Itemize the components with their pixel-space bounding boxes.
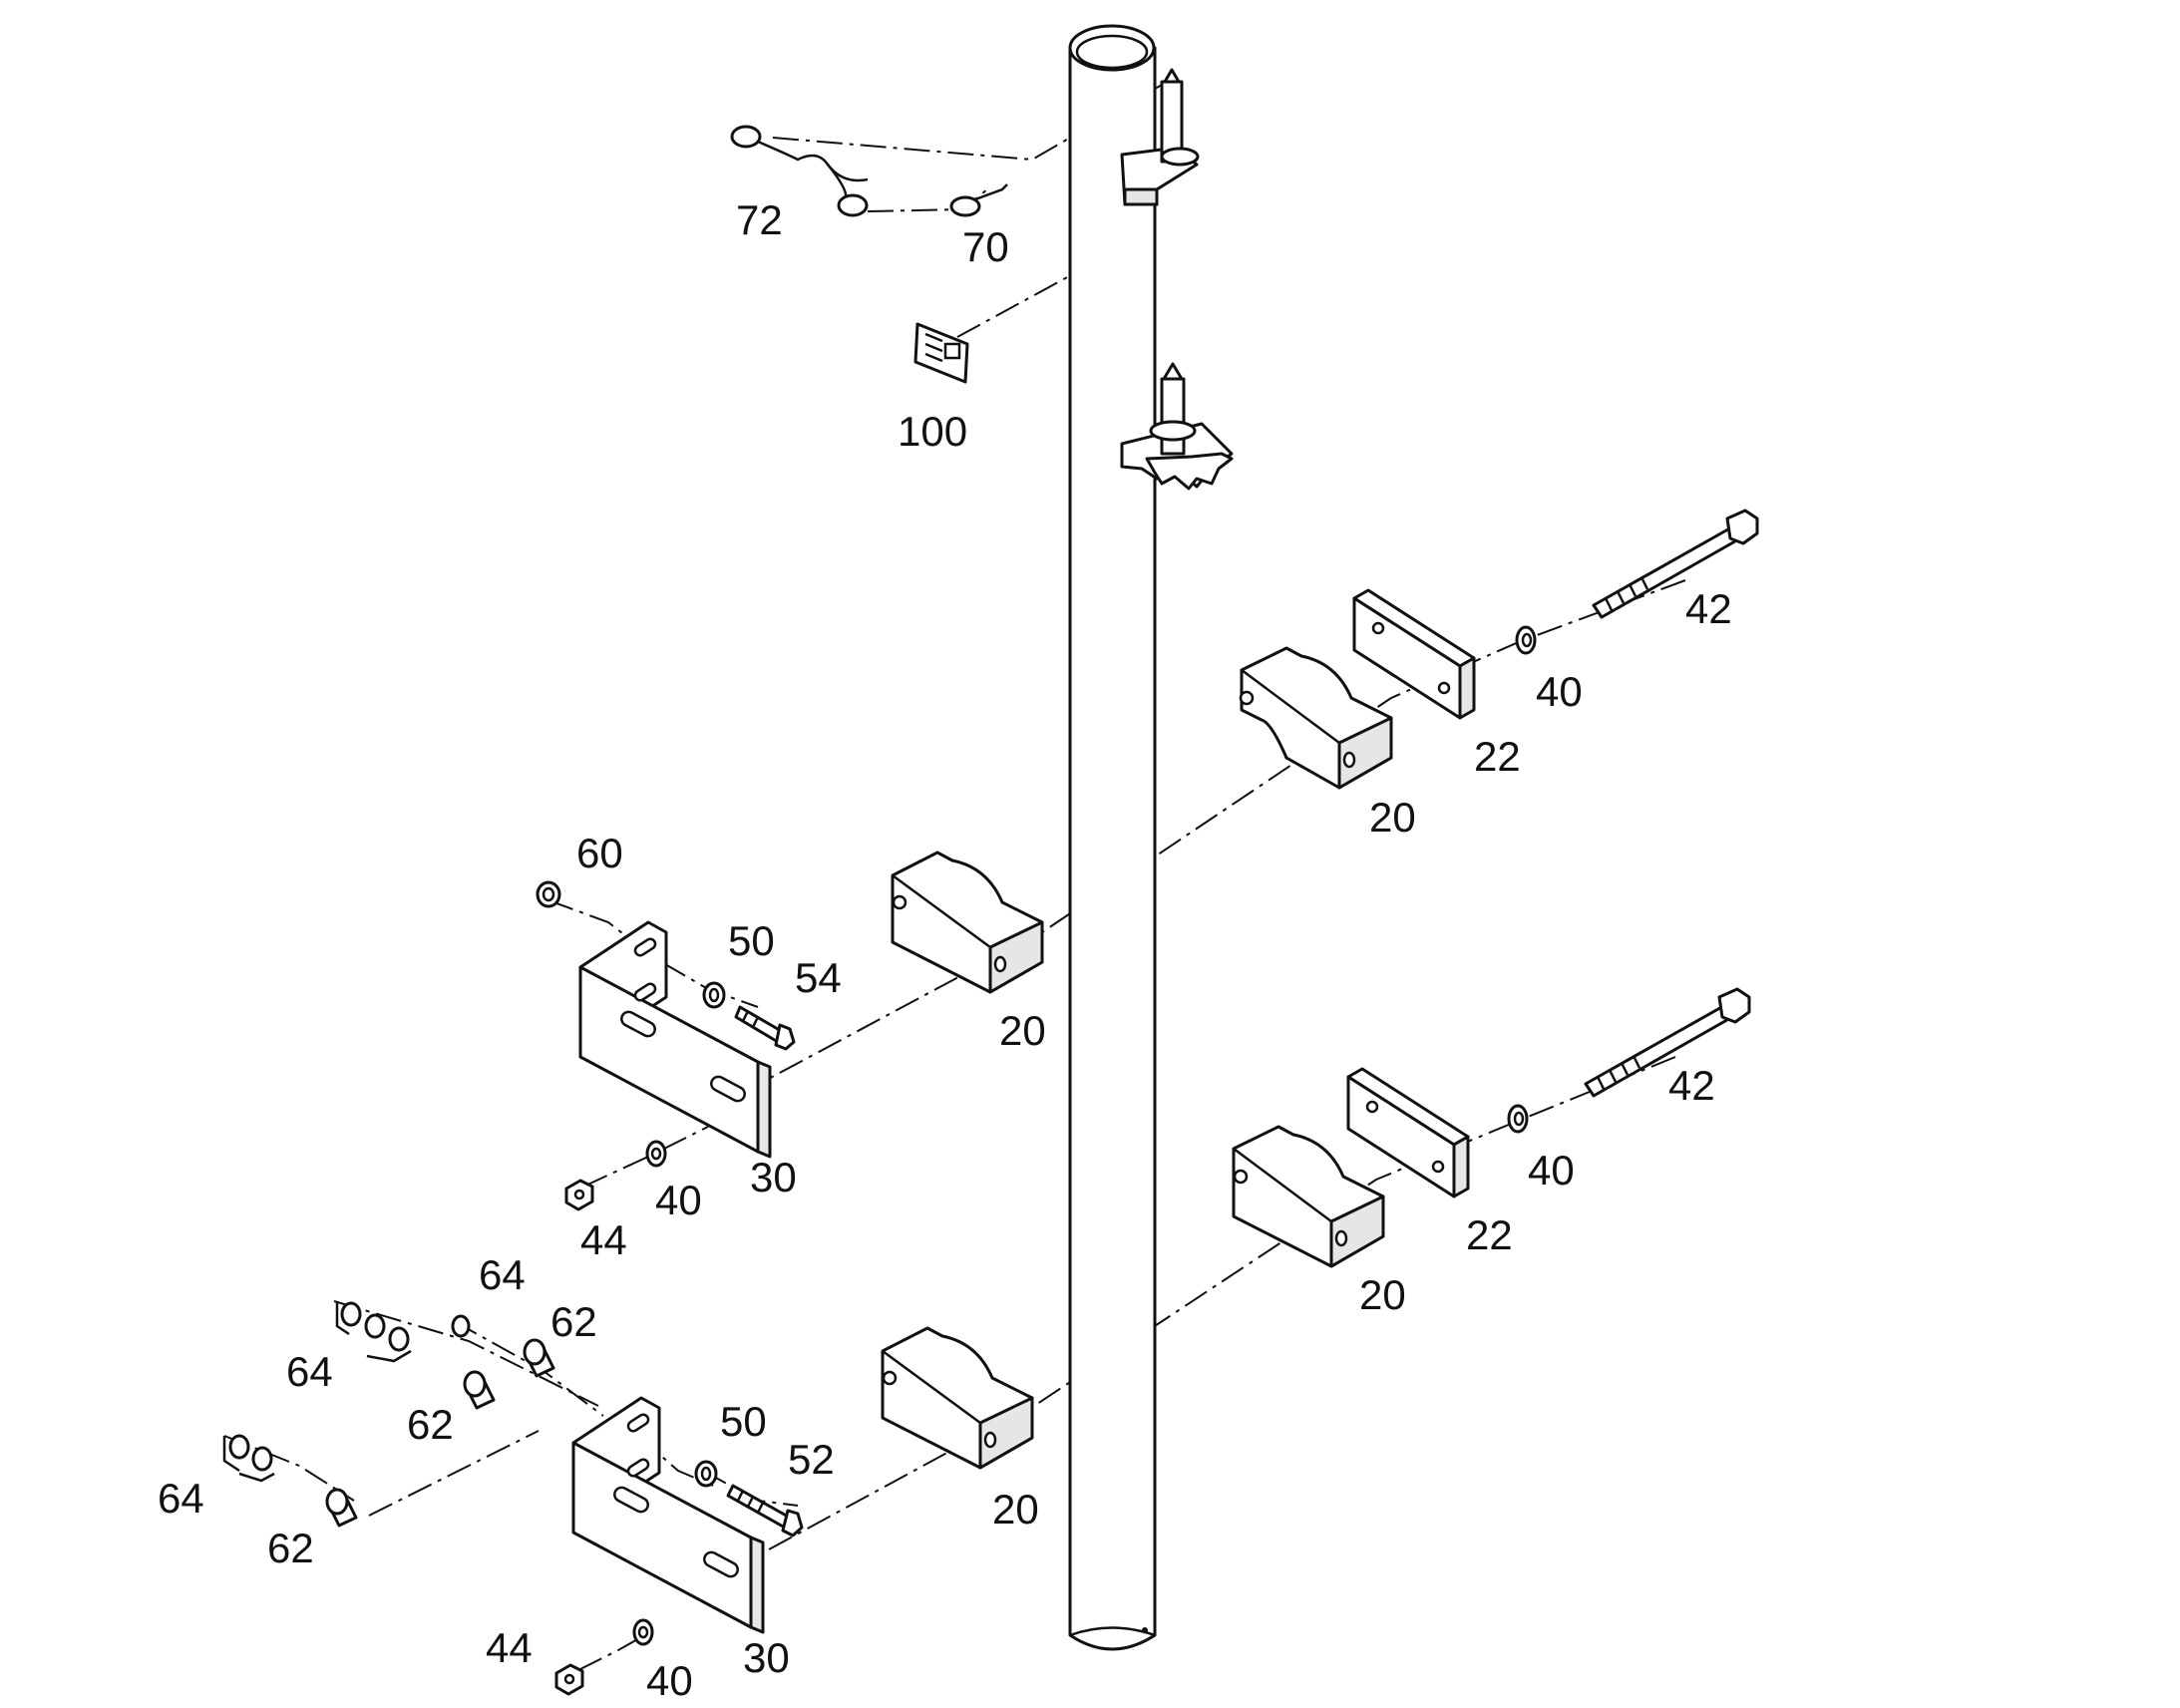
- washer-50-lower: [694, 1460, 718, 1488]
- washer-group-64-bottom: [222, 1434, 275, 1483]
- spacer-62-top: [523, 1338, 555, 1378]
- callout-64-top: 64: [479, 1251, 526, 1298]
- callout-20-upper-back: 20: [1369, 794, 1416, 841]
- washer-40-lower-front: [632, 1618, 654, 1646]
- callout-22-lower: 22: [1466, 1211, 1513, 1258]
- upper-angle-bracket: [578, 920, 772, 1159]
- lower-front-clamp: [881, 1326, 1034, 1470]
- spacer-62-bottom: [325, 1488, 358, 1528]
- spacer-62-mid: [463, 1370, 496, 1410]
- lower-flat-plate: [1346, 1067, 1470, 1198]
- callout-62-top: 62: [550, 1298, 597, 1345]
- upper-washer: [1515, 625, 1537, 655]
- upper-flat-plate: [1352, 588, 1476, 720]
- nut-44-lower: [554, 1663, 584, 1696]
- callout-62-bottom: 62: [267, 1525, 314, 1571]
- callout-30-upper: 30: [750, 1154, 797, 1200]
- callout-42-lower: 42: [1668, 1062, 1715, 1109]
- lower-back-clamp: [1232, 1125, 1385, 1268]
- callout-64-left: 64: [286, 1348, 333, 1395]
- upper-front-clamp: [891, 851, 1044, 994]
- callout-40-upper-front: 40: [655, 1177, 702, 1223]
- callout-64-bottom: 64: [158, 1475, 204, 1522]
- washer-40-upper-front: [645, 1140, 667, 1168]
- callout-60: 60: [576, 830, 623, 876]
- callout-20-lower-back: 20: [1359, 1271, 1406, 1318]
- callout-50-upper: 50: [728, 917, 775, 964]
- callout-44-upper: 44: [580, 1216, 627, 1263]
- lower-washer: [1507, 1104, 1529, 1134]
- screw-54: [734, 1005, 796, 1051]
- callout-52: 52: [788, 1436, 835, 1483]
- screw-52: [726, 1484, 804, 1537]
- top-pin-holder: [1120, 68, 1200, 206]
- callout-20-lower-front: 20: [992, 1486, 1039, 1533]
- callout-40-lower-front: 40: [646, 1657, 693, 1704]
- washer-64-single: [451, 1314, 471, 1338]
- lanyard-cable: [730, 125, 869, 217]
- washer-60: [536, 880, 561, 908]
- callout-44-lower: 44: [486, 1624, 533, 1671]
- callout-22-upper: 22: [1474, 733, 1521, 780]
- middle-pin-holder: [1120, 362, 1234, 491]
- vertical-tube: [1068, 24, 1157, 1651]
- callout-30-lower: 30: [743, 1634, 790, 1681]
- callout-72: 72: [736, 196, 783, 243]
- lower-long-bolt: [1584, 987, 1751, 1098]
- hitch-pin-clip: [949, 183, 1008, 217]
- lower-angle-bracket: [571, 1396, 765, 1634]
- callout-42-upper: 42: [1685, 585, 1732, 632]
- callout-40-upper: 40: [1536, 668, 1583, 715]
- callout-40-lower: 40: [1528, 1147, 1575, 1194]
- washer-50-upper: [702, 981, 726, 1009]
- upper-back-clamp: [1239, 646, 1393, 790]
- callout-20-upper-front: 20: [999, 1007, 1046, 1054]
- label-plate: [913, 322, 969, 384]
- washer-group-64-top: [335, 1301, 412, 1363]
- callout-50-lower: 50: [720, 1398, 767, 1445]
- callout-62-mid: 62: [407, 1401, 454, 1448]
- upper-long-bolt: [1592, 509, 1759, 619]
- callout-54: 54: [795, 954, 842, 1001]
- nut-44-upper: [564, 1179, 594, 1211]
- callout-labels: 72 70 100 42 40 22 20 60 50 54 20 30 40 …: [158, 196, 1732, 1704]
- callout-70: 70: [962, 223, 1009, 270]
- callout-100: 100: [898, 408, 967, 455]
